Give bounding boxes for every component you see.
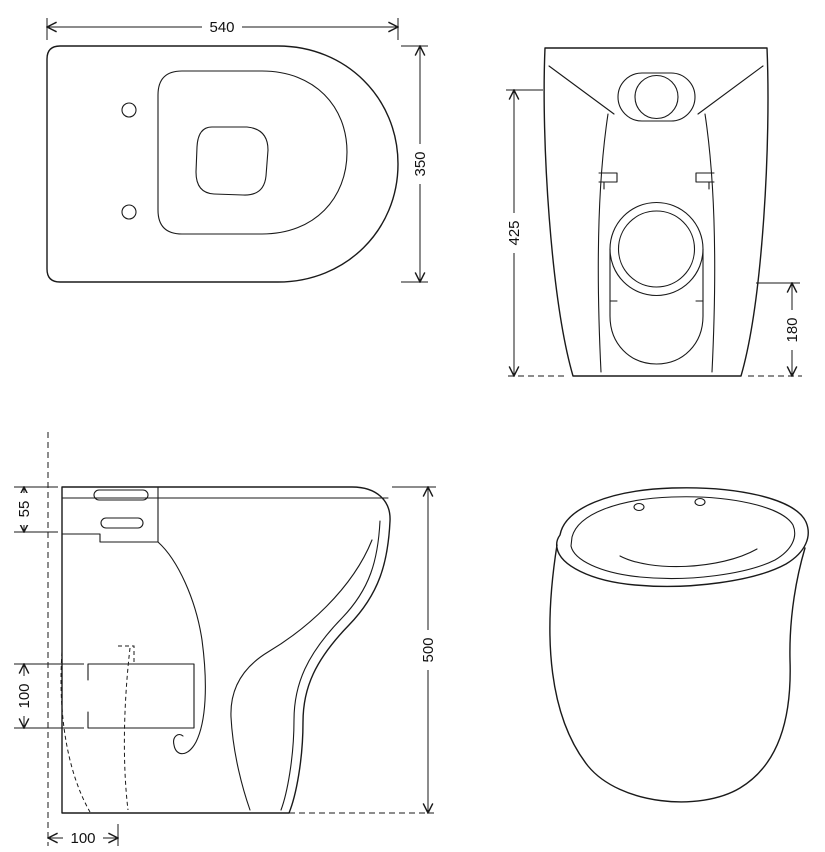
dimension-front-trap-height: 180 bbox=[756, 283, 801, 376]
dim-front-trap-height-label: 180 bbox=[784, 317, 801, 342]
dimension-top-depth: 350 bbox=[401, 46, 429, 282]
dim-label-mask bbox=[505, 213, 523, 253]
perspective-hinge-hole-left bbox=[633, 502, 645, 512]
hidden-fixing-line bbox=[118, 645, 135, 662]
perspective-rim-outline bbox=[555, 487, 809, 588]
dim-top-depth-label: 350 bbox=[412, 151, 429, 176]
dim-label-mask bbox=[15, 493, 33, 525]
perspective-hinge-hole-right bbox=[694, 497, 706, 507]
dim-label-mask bbox=[411, 144, 429, 184]
pedestal-front-outline bbox=[609, 248, 704, 365]
dimension-side-top-offset: 55 bbox=[14, 487, 58, 532]
flush-button bbox=[634, 74, 679, 120]
front-view: 425 180 bbox=[505, 47, 802, 377]
dim-label-mask bbox=[15, 676, 33, 716]
dim-side-top-offset-label: 55 bbox=[16, 501, 33, 518]
hinge-hole-top bbox=[121, 102, 137, 118]
dimension-side-trap-center: 100 bbox=[14, 664, 84, 728]
perspective-body-outline bbox=[549, 544, 806, 803]
dim-label-mask bbox=[202, 18, 242, 35]
side-outer-profile bbox=[61, 486, 391, 814]
top-view: 540 350 bbox=[47, 18, 429, 282]
front-silhouette bbox=[543, 47, 769, 377]
flush-channel-slot-lower bbox=[100, 517, 144, 529]
top-slope-line-right bbox=[697, 65, 764, 115]
dim-side-overall-height-label: 500 bbox=[420, 637, 437, 662]
bowl-back-section-line bbox=[157, 541, 206, 755]
bowl-front-section-line bbox=[230, 539, 373, 811]
dim-label-mask bbox=[63, 829, 103, 846]
side-section-view: 55 100 500 100 bbox=[14, 432, 437, 847]
trap-circle-inner bbox=[617, 210, 696, 288]
inner-rim-line-right bbox=[704, 113, 716, 373]
dim-front-height-label: 425 bbox=[506, 220, 523, 245]
dimension-top-width: 540 bbox=[47, 18, 398, 40]
dim-label-mask bbox=[783, 310, 801, 350]
seat-hinge-bracket-left bbox=[598, 172, 618, 190]
perspective-view bbox=[549, 487, 809, 803]
flush-housing-step bbox=[61, 533, 159, 543]
dimension-side-outlet-setout: 100 bbox=[48, 824, 118, 847]
dim-label-mask bbox=[419, 630, 437, 670]
hidden-outlet-curve-inner bbox=[123, 647, 131, 811]
seat-hinge-bracket-right bbox=[695, 172, 715, 190]
dim-top-width-label: 540 bbox=[209, 19, 234, 36]
perspective-bowl-curve bbox=[619, 548, 758, 568]
seat-ring-outline bbox=[157, 70, 348, 235]
hidden-outlet-curve-outer bbox=[60, 651, 91, 813]
dim-side-outlet-setout-label: 100 bbox=[70, 830, 95, 847]
inner-rim-line-left bbox=[597, 113, 609, 373]
bowl-opening-outline bbox=[195, 126, 269, 196]
dimension-side-overall-height: 500 bbox=[392, 487, 437, 813]
dimension-front-height: 425 bbox=[505, 90, 543, 376]
side-inner-shell-line bbox=[280, 520, 381, 811]
flush-channel-slot-upper bbox=[93, 489, 149, 501]
top-slope-line-left bbox=[548, 65, 615, 115]
lid-outline bbox=[46, 45, 399, 283]
flush-button-plate bbox=[617, 72, 696, 122]
hinge-hole-bottom bbox=[121, 204, 137, 220]
perspective-rim-inner-line bbox=[570, 496, 796, 579]
dim-side-trap-center-label: 100 bbox=[16, 683, 33, 708]
trap-circle-outer bbox=[609, 201, 704, 297]
trap-section-outline bbox=[87, 663, 195, 729]
